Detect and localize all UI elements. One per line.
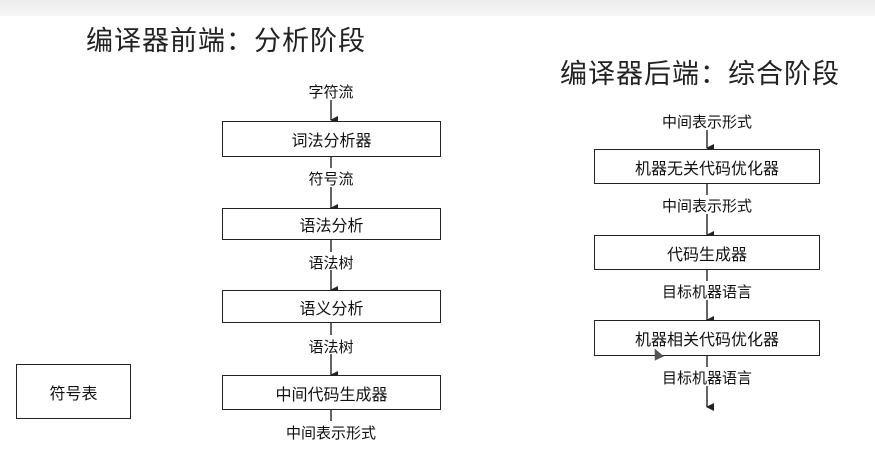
md-optimizer-box: 机器相关代码优化器: [594, 320, 820, 356]
lexer-box: 词法分析器: [222, 121, 441, 157]
frontend-input-label: 字符流: [308, 83, 354, 101]
backend-input-label: 中间表示形式: [661, 113, 752, 131]
codegen-output-label: 目标机器语言: [661, 283, 752, 301]
semantic-output-label: 语法树: [308, 338, 354, 356]
symbol-table-box: 符号表: [16, 364, 131, 419]
parser-box: 语法分析: [222, 208, 441, 240]
mi-optimizer-output-label: 中间表示形式: [661, 197, 752, 215]
codegen-box: 代码生成器: [594, 235, 820, 270]
lexer-output-label: 符号流: [308, 170, 354, 188]
window-top-strip: [0, 0, 875, 16]
parser-output-label: 语法树: [308, 254, 354, 272]
frontend-title: 编译器前端：分析阶段: [86, 26, 366, 57]
md-optimizer-output-label: 目标机器语言: [661, 369, 752, 387]
semantic-box: 语义分析: [222, 290, 441, 323]
mi-optimizer-box: 机器无关代码优化器: [594, 149, 820, 184]
ir-codegen-output-label: 中间表示形式: [285, 424, 376, 442]
backend-title: 编译器后端：综合阶段: [560, 59, 840, 90]
ir-codegen-box: 中间代码生成器: [222, 375, 441, 410]
